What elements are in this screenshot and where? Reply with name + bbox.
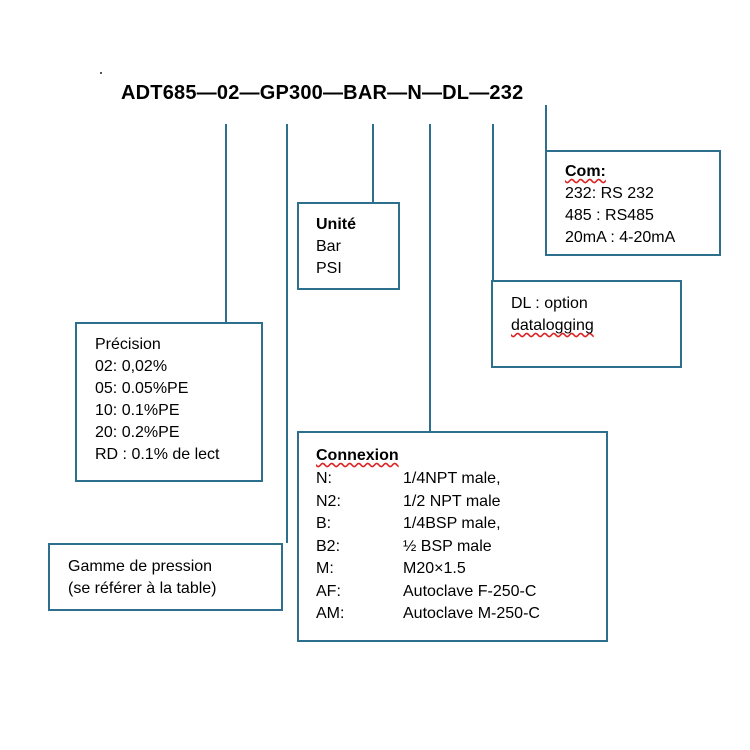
unit-option: PSI	[316, 260, 342, 277]
connection-table: N: 1/4NPT male, N2: 1/2 NPT male B: 1/4BSP …	[316, 468, 540, 626]
pressure-range-line2: (se référer à la table)	[68, 580, 217, 597]
connection-desc: M20×1.5	[403, 560, 466, 577]
connector-precision	[225, 124, 227, 323]
connection-title: Connexion	[316, 447, 399, 464]
connector-connection	[429, 124, 431, 432]
connection-desc: Autoclave M-250-C	[403, 605, 540, 622]
connection-row: B: 1/4BSP male,	[316, 513, 540, 536]
connection-code: B:	[316, 515, 332, 532]
connector-range	[286, 124, 288, 543]
precision-option: 02: 0,02%	[95, 358, 168, 375]
connector-com	[545, 105, 547, 151]
connection-code: N:	[316, 470, 332, 487]
connection-row: N: 1/4NPT male,	[316, 468, 540, 491]
com-title: Com:	[565, 163, 606, 180]
unit-title: Unité	[316, 216, 356, 233]
connection-desc: 1/4NPT male,	[403, 470, 501, 487]
model-code: ADT685—02—GP300—BAR—N—DL—232	[121, 82, 524, 104]
connection-box: Connexion N: 1/4NPT male, N2: 1/2 NPT male…	[297, 431, 608, 642]
connection-desc: 1/2 NPT male	[403, 492, 501, 510]
unit-box: Unité Bar PSI	[297, 202, 400, 290]
pressure-range-box: Gamme de pression (se référer à la table…	[48, 543, 283, 611]
precision-box: Précision 02: 0,02% 05: 0.05%PE 10: 0.1%…	[75, 322, 263, 482]
connection-row: AM: Autoclave M-250-C	[316, 603, 540, 626]
connection-desc: 1/4BSP male,	[403, 515, 501, 532]
connection-code: B2:	[316, 537, 341, 555]
connection-row: AF: Autoclave F-250-C	[316, 581, 540, 604]
connector-datalogging	[492, 124, 494, 281]
connection-row: N2: 1/2 NPT male	[316, 491, 540, 514]
com-option: 232: RS 232	[565, 185, 654, 202]
connection-row: B2: ½ BSP male	[316, 536, 540, 559]
connection-code: N2:	[316, 492, 341, 510]
stray-dot	[100, 72, 102, 74]
datalogging-box: DL : option datalogging	[491, 280, 682, 368]
datalogging-line1: DL : option	[511, 295, 588, 312]
com-option: 20mA : 4-20mA	[565, 229, 676, 246]
precision-title: Précision	[95, 336, 161, 353]
datalogging-line2: datalogging	[511, 317, 594, 334]
connection-row: M: M20×1.5	[316, 558, 540, 581]
connection-desc: Autoclave F-250-C	[403, 582, 537, 600]
precision-option: 20: 0.2%PE	[95, 424, 180, 441]
connection-code: M:	[316, 560, 334, 577]
precision-option: 10: 0.1%PE	[95, 402, 180, 419]
unit-option: Bar	[316, 238, 341, 255]
precision-option: RD : 0.1% de lect	[95, 446, 220, 463]
precision-option: 05: 0.05%PE	[95, 380, 189, 397]
connection-code: AF:	[316, 582, 341, 600]
pressure-range-line1: Gamme de pression	[68, 558, 213, 575]
connection-desc: ½ BSP male	[403, 537, 492, 555]
connection-code: AM:	[316, 605, 345, 622]
connector-unit	[372, 124, 374, 203]
com-option: 485 : RS485	[565, 207, 654, 224]
com-box: Com: 232: RS 232 485 : RS485 20mA : 4-20…	[545, 150, 721, 256]
